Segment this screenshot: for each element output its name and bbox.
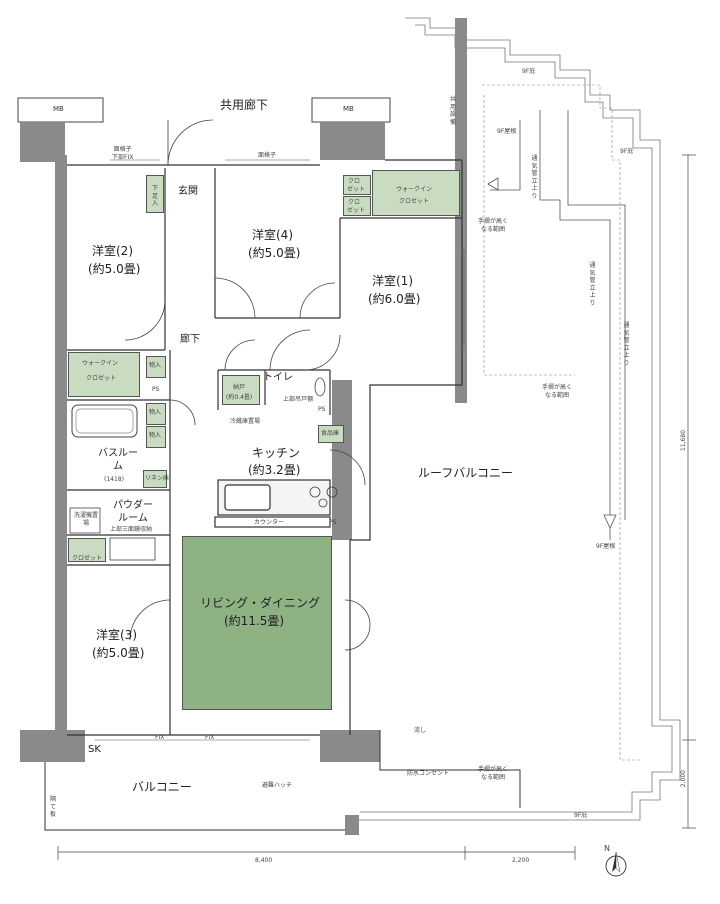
closet-room3: [68, 538, 106, 562]
balcony-label: バルコニー: [132, 780, 192, 794]
bath-name: バスルーム: [98, 448, 138, 472]
handrail-label-2: 手摺が高くなる範囲: [541, 384, 572, 399]
roof-balcony-label: ルーフバルコニー: [418, 466, 514, 480]
pantry-label: 食品庫: [321, 430, 340, 437]
ps-label-3: PS: [329, 519, 337, 526]
partition-label: 隔て板: [49, 796, 56, 818]
closet-label-room3: クロゼット: [72, 555, 103, 562]
shoe-cabinet-label: 下足入: [151, 185, 158, 207]
powder-name: パウダールーム: [113, 500, 153, 524]
pantry: [318, 425, 344, 443]
lattice-label: 面格子: [258, 152, 277, 159]
room2-size: (約5.0畳): [88, 262, 141, 276]
vent-up-label-1: 通気管立上り: [531, 155, 538, 200]
ps-label-1: PS: [152, 386, 160, 393]
lattice-fix-label: 面格子 下部FIX: [112, 146, 134, 161]
closet-split-1-label-b: クロ: [348, 199, 361, 206]
f9-eave-label-right: 9F庇: [620, 148, 634, 155]
storage-label-2: 物入: [149, 409, 162, 416]
ps-label-2: PS: [318, 406, 326, 413]
closet-split-1-label: クロ: [348, 178, 361, 185]
room1-name: 洋室(1): [372, 274, 413, 288]
storage-2: [146, 403, 166, 425]
room1-size: (約6.0畳): [368, 292, 421, 306]
shoe-cabinet: [146, 175, 164, 213]
handrail-label-1: 手摺が高くなる範囲: [477, 218, 508, 233]
fridge-label: 冷蔵庫置場: [230, 418, 261, 425]
storage-3: [146, 426, 166, 448]
mb-label-left: MB: [53, 105, 64, 113]
closet-split-2-label-b: ゼット: [347, 207, 366, 214]
counter-label: カウンター: [254, 519, 285, 526]
closet-label-room2: クロゼット: [86, 375, 117, 382]
fix-label-1: FIX: [155, 734, 165, 741]
sk-label: SK: [88, 744, 101, 755]
room4-size: (約5.0畳): [248, 246, 301, 260]
dimension-width-roof: 2,200: [512, 857, 530, 864]
shared-equip-label: 共用設備: [449, 96, 456, 126]
walk-in-closet-room2: [68, 352, 140, 397]
vent-up-label-2: 通気管立上り: [589, 262, 596, 307]
linen-storage: [143, 470, 167, 488]
toilet-label: トイレ: [263, 372, 293, 383]
dimension-depth-main: 11,680: [680, 430, 687, 451]
storage-label-1: 物入: [149, 362, 162, 369]
nando-label: 納戸: [233, 384, 246, 391]
mb-label-right: MB: [343, 105, 354, 113]
north-arrow-icon: [605, 851, 627, 877]
dimension-depth-balcony: 2,000: [680, 770, 687, 788]
storage-1: [146, 356, 166, 378]
common-corridor-label: 共用廊下: [220, 98, 269, 112]
closet-label-room1: クロゼット: [399, 198, 430, 205]
room4-name: 洋室(4): [252, 228, 293, 242]
linen-label: リネン庫: [145, 475, 170, 482]
room3-size: (約5.0畳): [92, 646, 145, 660]
living-dining-area: [182, 536, 332, 710]
bath-size: (1418): [104, 476, 124, 483]
walk-in-label-room2: ウォークイン: [82, 360, 119, 367]
closet-room4-a: [343, 175, 371, 195]
outlet-label: 防水コンセント: [407, 770, 450, 777]
entrance-label: 玄関: [178, 186, 198, 197]
living-size: (約11.5畳): [224, 614, 285, 628]
f9-eave-label-bottom: 9F庇: [574, 812, 588, 819]
walk-in-closet-room1: [372, 170, 460, 216]
washer-label: 洗濯機置場: [73, 512, 98, 527]
f9-roof-label-top: 9F屋根: [497, 128, 517, 135]
nando-size-label: (約0.4畳): [226, 394, 253, 401]
upper-shelf-label: 上部三面鏡収納: [110, 526, 153, 533]
fix-label-2: FIX: [205, 734, 215, 741]
storage-label-3: 物入: [149, 432, 162, 439]
kitchen-size: (約3.2畳): [248, 463, 301, 477]
hallway-label: 廊下: [180, 334, 200, 345]
closet-room4-b: [343, 196, 371, 216]
upper-cabinet-label: 上部吊戸棚: [283, 396, 314, 403]
walk-in-label-room1: ウォークイン: [396, 186, 433, 193]
rescue-hatch-label: 避難ハッチ: [262, 782, 293, 789]
f9-roof-label-bottom: 9F屋根: [596, 543, 616, 550]
kitchen-name: キッチン: [252, 446, 301, 460]
room3-name: 洋室(3): [96, 628, 137, 642]
handrail-label-3: 手摺が高くなる範囲: [477, 766, 508, 781]
vent-up-label-3: 通気管立上り: [623, 322, 630, 367]
room2-name: 洋室(2): [92, 244, 133, 258]
nando-storage: [222, 375, 260, 405]
dimension-width-main: 8,400: [255, 857, 273, 864]
sink-label: 流し: [414, 727, 427, 734]
living-name: リビング・ダイニング: [200, 596, 321, 610]
compass-label: N: [604, 844, 610, 853]
f9-eave-label-top: 9F庇: [522, 68, 536, 75]
closet-split-2-label: ゼット: [347, 186, 366, 193]
